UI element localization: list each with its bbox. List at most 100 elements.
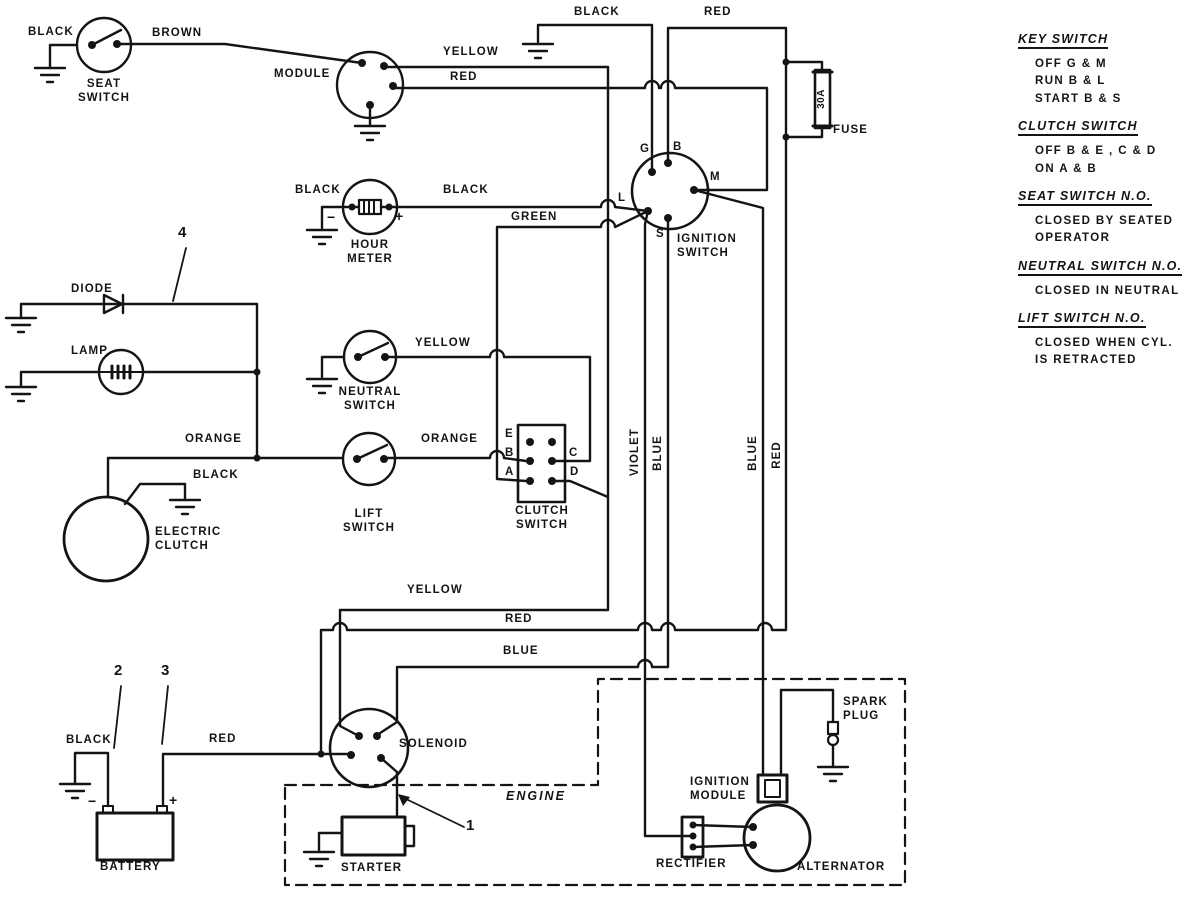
- legend-line: IS RETRACTED: [1035, 354, 1137, 367]
- legend-section-title: NEUTRAL SWITCH N.O.: [1018, 259, 1183, 276]
- label-solenoid: SOLENOID: [399, 738, 468, 750]
- connection-dots: [88, 40, 790, 851]
- label-black-hm-left: BLACK: [295, 184, 341, 196]
- label-fuse: FUSE: [833, 124, 869, 136]
- engine-boundary: [283, 677, 907, 887]
- wire-brown: [115, 42, 364, 65]
- ignition-switch-symbol: [630, 151, 710, 231]
- wire-red-feed: [319, 26, 788, 756]
- label-blue-s: BLUE: [652, 435, 665, 471]
- label-yellow-module: YELLOW: [443, 46, 499, 58]
- legend-section-title: LIFT SWITCH N.O.: [1018, 311, 1146, 328]
- label-clutch-c: C: [569, 447, 579, 459]
- label-yellow-neutral: YELLOW: [415, 337, 471, 349]
- label-orange-lift: ORANGE: [421, 433, 479, 445]
- label-diode: DIODE: [71, 283, 113, 295]
- label-clutch-e: E: [505, 428, 514, 440]
- diode-symbol: [19, 247, 259, 460]
- legend-section-title: SEAT SWITCH N.O.: [1018, 189, 1152, 206]
- label-battery-minus: −: [88, 793, 98, 809]
- legend-section-title: CLUTCH SWITCH: [1018, 119, 1138, 137]
- label-black-top: BLACK: [574, 6, 620, 18]
- label-electric-clutch: ELECTRIC CLUTCH: [155, 526, 222, 552]
- label-red-top: RED: [704, 6, 732, 18]
- label-alternator: ALTERNATOR: [797, 861, 886, 873]
- label-black-hm-right: BLACK: [443, 184, 489, 196]
- label-blue-m: BLUE: [747, 435, 760, 471]
- label-callout-4: 4: [178, 224, 188, 241]
- clutch-switch-symbol: [516, 423, 610, 504]
- wire-green: [495, 209, 650, 483]
- fuse-body: [813, 68, 832, 130]
- wire-spark: [779, 688, 835, 777]
- wire-starter: [379, 756, 399, 819]
- legend-line: START B & S: [1035, 92, 1122, 105]
- lift-switch-symbol: [106, 431, 528, 499]
- electric-clutch-symbol: [62, 482, 187, 583]
- starter-symbol: [317, 794, 465, 857]
- label-red-module: RED: [450, 71, 478, 83]
- wire-blue-m: [692, 188, 765, 777]
- fuse-taps: [784, 60, 824, 139]
- label-black-seat: BLACK: [28, 26, 74, 38]
- label-battery: BATTERY: [100, 861, 161, 873]
- wire-violet: [643, 209, 695, 838]
- wire-yellow-bus: [338, 65, 610, 737]
- label-lamp: LAMP: [71, 345, 108, 357]
- spark-plug-symbol: [779, 688, 840, 777]
- label-violet-v: VIOLET: [629, 427, 642, 477]
- label-battery-plus: +: [169, 792, 179, 808]
- label-ignition-switch: IGNITION SWITCH: [677, 233, 737, 259]
- solenoid-symbol: [328, 707, 410, 819]
- rectifier-symbol: [680, 815, 755, 859]
- label-callout-1: 1: [466, 817, 476, 834]
- callout-3-leader: [161, 685, 169, 745]
- callout-1-arrow: [398, 794, 410, 806]
- label-red-v: RED: [771, 441, 784, 469]
- label-hour-meter: HOUR METER: [347, 239, 393, 265]
- wire-clutch-d: [550, 479, 610, 499]
- top-feed-wires: [319, 23, 834, 756]
- label-yellow-bottom: YELLOW: [407, 584, 463, 596]
- seat-switch-symbol: [48, 16, 364, 74]
- label-pin-m: M: [710, 171, 721, 183]
- label-black-battery: BLACK: [66, 734, 112, 746]
- label-black-clutch: BLACK: [193, 469, 239, 481]
- label-pin-b: B: [673, 141, 683, 153]
- label-rectifier: RECTIFIER: [656, 858, 727, 870]
- label-clutch-b: B: [505, 447, 515, 459]
- label-fuse-rating: 30A: [816, 89, 828, 109]
- module-symbol: [335, 50, 769, 737]
- label-clutch-d: D: [570, 466, 580, 478]
- wire-black-ground: [536, 23, 654, 174]
- legend-section: CLUTCH SWITCH OFF B & E , C & D ON A & B: [1018, 117, 1196, 176]
- legend-line: OFF B & E , C & D: [1035, 145, 1157, 158]
- label-pin-g: G: [640, 143, 651, 155]
- legend-line: RUN B & L: [1035, 75, 1106, 88]
- label-hm-plus: +: [395, 208, 405, 224]
- wire-black-battery: [73, 751, 110, 808]
- callout-2-leader: [113, 685, 122, 749]
- label-seat-switch: SEAT SWITCH: [78, 78, 130, 104]
- callout-4-leader: [172, 247, 187, 302]
- label-red-battery: RED: [209, 733, 237, 745]
- label-clutch-a: A: [505, 466, 515, 478]
- wire-black-clutch: [123, 482, 187, 506]
- legend-line: ON A & B: [1035, 162, 1098, 175]
- ignition-module-symbol: [756, 773, 789, 804]
- neutral-switch-symbol: [320, 329, 592, 463]
- label-engine: ENGINE: [506, 789, 566, 803]
- label-orange-clutch: ORANGE: [185, 433, 243, 445]
- label-callout-3: 3: [161, 662, 171, 679]
- label-green: GREEN: [511, 211, 558, 223]
- lamp-symbol: [19, 348, 259, 396]
- alternator-symbol: [742, 803, 812, 873]
- wire-yellow-neutral: [387, 348, 592, 463]
- wire-diode: [19, 302, 259, 460]
- label-pin-l: L: [618, 192, 627, 204]
- legend-section-title: KEY SWITCH: [1018, 32, 1109, 49]
